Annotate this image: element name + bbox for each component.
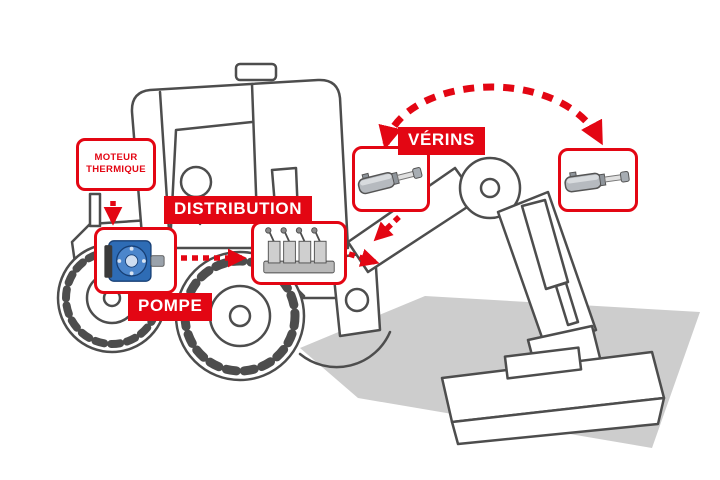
pump-image-box (94, 227, 177, 294)
gear-pump-icon (103, 239, 165, 282)
hydraulic-cylinder-icon (564, 170, 630, 193)
arrow-verins-arc (378, 83, 604, 150)
verins-label: VÉRINS (398, 127, 485, 155)
pompe-label: POMPE (128, 293, 213, 321)
moteur-thermique-label-line1: MOTEUR (94, 152, 138, 163)
moteur-thermique-label-line2: THERMIQUE (86, 164, 146, 176)
arrow-verin1-feed (373, 215, 401, 242)
distribution-image-box (251, 221, 347, 285)
distribution-label: DISTRIBUTION (164, 196, 313, 224)
hydraulic-cylinder-icon (357, 167, 423, 195)
cylinder-image-box-2 (558, 148, 638, 212)
control-valve-block-icon (263, 227, 335, 274)
cylinder-image-box-1 (352, 146, 430, 212)
moteur-thermique-label-box: MOTEUR THERMIQUE (76, 138, 156, 191)
arrow-distribution-to-verins (348, 248, 380, 267)
